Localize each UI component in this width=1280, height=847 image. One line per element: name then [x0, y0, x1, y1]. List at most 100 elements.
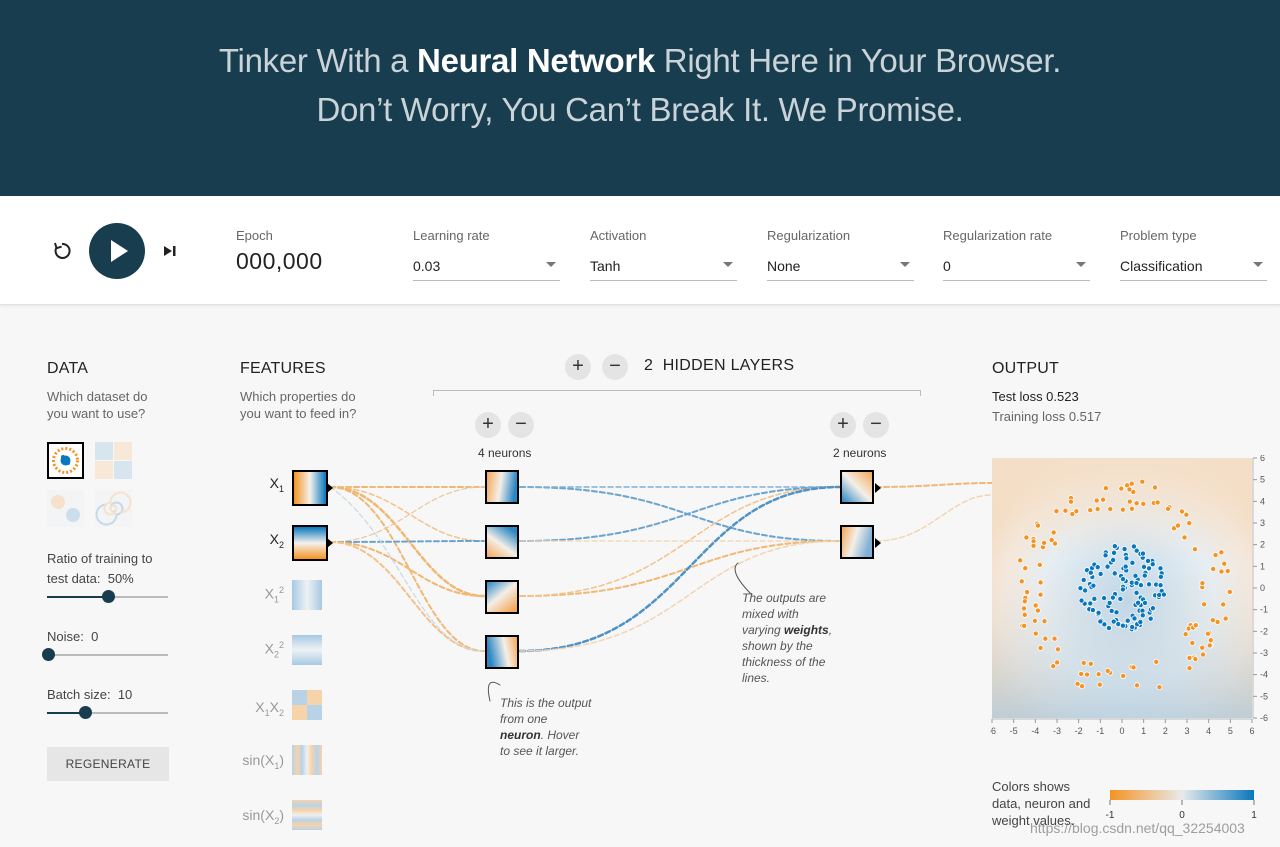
- data-point: [1062, 507, 1069, 514]
- data-point: [1042, 635, 1049, 642]
- dataset-gaussian[interactable]: [47, 490, 84, 527]
- activation-select[interactable]: Tanh: [590, 253, 737, 281]
- data-point: [1206, 642, 1213, 649]
- y-tick-label: -6: [1260, 713, 1268, 723]
- data-point: [1174, 522, 1181, 529]
- link[interactable]: [518, 485, 842, 653]
- feature-sin-x2[interactable]: [292, 800, 322, 830]
- data-point: [1128, 480, 1135, 487]
- remove-layer-button[interactable]: −: [602, 354, 628, 380]
- slider-knob[interactable]: [79, 706, 92, 719]
- ratio-value: 50%: [107, 571, 134, 586]
- slider-knob[interactable]: [42, 648, 55, 661]
- add-neuron-layer2-button[interactable]: +: [830, 412, 856, 438]
- link[interactable]: [329, 486, 485, 652]
- neuron-note: This is the output from one neuron. Hove…: [500, 695, 591, 759]
- data-point: [1024, 589, 1031, 596]
- activation-label: Activation: [590, 228, 647, 243]
- step-forward-icon: [164, 246, 176, 256]
- data-point: [1078, 597, 1085, 604]
- regularization-select[interactable]: None: [767, 253, 914, 281]
- neuron-l2-2[interactable]: [840, 525, 874, 559]
- regenerate-button[interactable]: REGENERATE: [47, 747, 169, 781]
- neuron-l1-3[interactable]: [485, 580, 519, 614]
- dataset-circle-icon: [49, 444, 82, 477]
- data-point: [1210, 565, 1217, 572]
- learning-rate-label: Learning rate: [413, 228, 490, 243]
- play-button[interactable]: [89, 223, 145, 279]
- remove-neuron-layer1-button[interactable]: −: [508, 412, 534, 438]
- link[interactable]: [329, 486, 485, 542]
- link[interactable]: [329, 486, 485, 543]
- hero-banner: Tinker With a Neural Network Right Here …: [0, 0, 1280, 196]
- data-point: [1105, 625, 1112, 632]
- feature-x1-heatmap: [294, 472, 326, 504]
- features-subtitle: Which properties do you want to feed in?: [240, 389, 357, 421]
- step-button[interactable]: [161, 239, 181, 263]
- data-point: [1220, 601, 1227, 608]
- data-point: [1091, 595, 1098, 602]
- link[interactable]: [519, 486, 841, 542]
- feature-sin-x1[interactable]: [292, 745, 322, 775]
- data-point: [1130, 664, 1137, 671]
- data-point: [1034, 522, 1041, 529]
- slider-knob[interactable]: [102, 590, 115, 603]
- colors-note-line: weight values.: [992, 813, 1075, 828]
- neuron-l1-4[interactable]: [485, 635, 519, 669]
- noise-slider[interactable]: [42, 648, 168, 662]
- note-line: lines.: [742, 671, 771, 685]
- data-point: [1074, 680, 1081, 687]
- data-point: [1132, 572, 1139, 579]
- data-point: [1218, 568, 1225, 575]
- feature-x1[interactable]: [292, 470, 328, 506]
- learning-rate-select[interactable]: 0.03: [413, 253, 560, 281]
- data-point: [1087, 569, 1094, 576]
- link[interactable]: [519, 486, 841, 542]
- feature-x2-squared[interactable]: [292, 635, 322, 665]
- link[interactable]: [329, 540, 485, 543]
- remove-neuron-layer2-button[interactable]: −: [863, 412, 889, 438]
- data-point: [1104, 667, 1111, 674]
- link[interactable]: [519, 540, 841, 652]
- dataset-spiral[interactable]: [95, 490, 132, 527]
- data-point: [1146, 581, 1153, 588]
- batch-size-slider[interactable]: [47, 706, 168, 720]
- neuron-l2-1[interactable]: [840, 470, 874, 504]
- data-point: [1021, 611, 1028, 618]
- data-point: [1110, 618, 1117, 625]
- regularization-rate-select[interactable]: 0: [943, 253, 1090, 281]
- ratio-slider[interactable]: [47, 590, 168, 604]
- problem-type-select[interactable]: Classification: [1120, 253, 1267, 281]
- dataset-circle[interactable]: [47, 442, 84, 479]
- chevron-down-icon: [723, 262, 733, 267]
- link[interactable]: [329, 486, 485, 652]
- x-tick-label: -4: [1031, 726, 1039, 736]
- dataset-xor[interactable]: [95, 442, 132, 479]
- add-neuron-layer1-button[interactable]: +: [475, 412, 501, 438]
- link[interactable]: [329, 541, 485, 597]
- link[interactable]: [329, 541, 485, 652]
- add-layer-button[interactable]: +: [565, 354, 591, 380]
- data-point: [1052, 540, 1059, 547]
- x-tick-label: -6: [990, 726, 996, 736]
- feature-x2-label: X2: [269, 531, 284, 550]
- feature-x1x2[interactable]: [292, 690, 322, 720]
- data-point: [1093, 497, 1100, 504]
- data-subtitle: Which dataset do you want to use?: [47, 389, 148, 421]
- link[interactable]: [519, 540, 841, 597]
- x-tick-label: 2: [1163, 726, 1168, 736]
- data-point: [1087, 600, 1094, 607]
- feature-x1-squared[interactable]: [292, 580, 322, 610]
- feature-x2[interactable]: [292, 525, 328, 561]
- hero-line-2: Don’t Worry, You Can’t Break It. We Prom…: [316, 91, 964, 128]
- reset-button[interactable]: [50, 239, 74, 263]
- ratio-label-text: Ratio of training to test data:: [47, 551, 153, 586]
- data-point: [1020, 605, 1027, 612]
- data-point: [1186, 520, 1193, 527]
- neuron-l1-2[interactable]: [485, 525, 519, 559]
- link[interactable]: [875, 482, 993, 488]
- neuron-l1-1[interactable]: [485, 470, 519, 504]
- link[interactable]: [875, 494, 993, 542]
- link[interactable]: [519, 486, 841, 597]
